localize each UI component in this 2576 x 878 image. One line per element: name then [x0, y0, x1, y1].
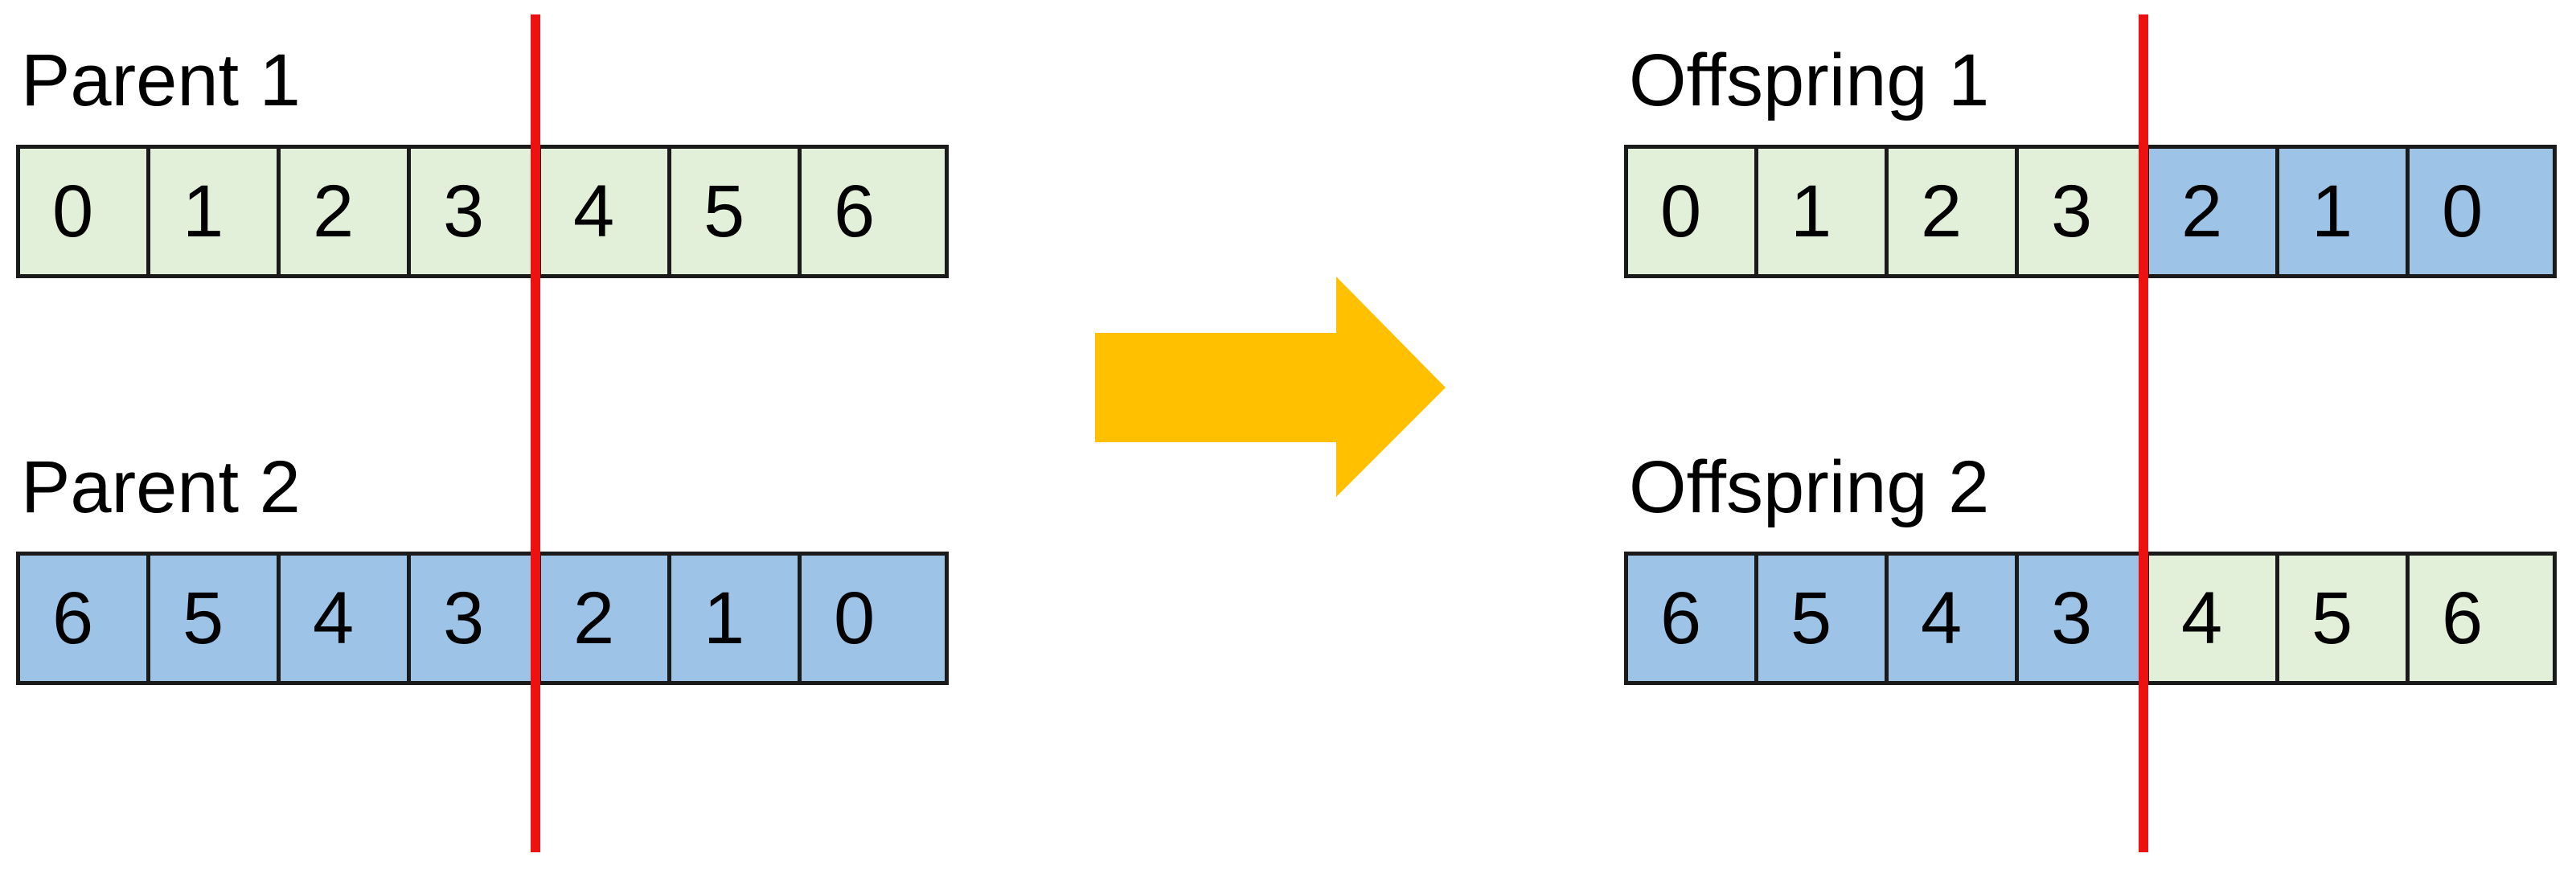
gene-cell: 6	[802, 149, 945, 274]
gene-cell: 1	[1758, 149, 1889, 274]
gene-cell: 4	[541, 149, 671, 274]
gene-cell: 4	[281, 556, 411, 681]
gene-cell: 4	[1889, 556, 2019, 681]
gene-cell: 4	[2149, 556, 2279, 681]
gene-cell: 0	[1628, 149, 1758, 274]
gene-cell: 0	[802, 556, 945, 681]
offspring-1-label: Offspring 1	[1629, 39, 1990, 121]
right-arrow-icon	[1095, 277, 1446, 497]
gene-cell: 3	[411, 556, 541, 681]
gene-cell: 6	[20, 556, 150, 681]
gene-cell: 5	[2279, 556, 2410, 681]
parent-2-label: Parent 2	[21, 446, 301, 528]
gene-cell: 2	[541, 556, 671, 681]
gene-cell: 2	[281, 149, 411, 274]
offspring-2-label: Offspring 2	[1629, 446, 1990, 528]
gene-cell: 1	[150, 149, 281, 274]
gene-cell: 6	[2410, 556, 2553, 681]
gene-cell: 5	[1758, 556, 1889, 681]
gene-cell: 0	[2410, 149, 2553, 274]
crossover-point-line-offspring	[2139, 14, 2148, 852]
arrow-shape	[1095, 277, 1446, 497]
gene-cell: 3	[2019, 556, 2149, 681]
gene-cell: 3	[411, 149, 541, 274]
gene-cell: 1	[2279, 149, 2410, 274]
gene-cell: 6	[1628, 556, 1758, 681]
gene-cell: 0	[20, 149, 150, 274]
gene-cell: 3	[2019, 149, 2149, 274]
gene-cell: 2	[2149, 149, 2279, 274]
parent-1-label: Parent 1	[21, 39, 301, 121]
gene-cell: 2	[1889, 149, 2019, 274]
crossover-point-line-parents	[531, 14, 540, 852]
gene-cell: 1	[671, 556, 802, 681]
gene-cell: 5	[150, 556, 281, 681]
gene-cell: 5	[671, 149, 802, 274]
